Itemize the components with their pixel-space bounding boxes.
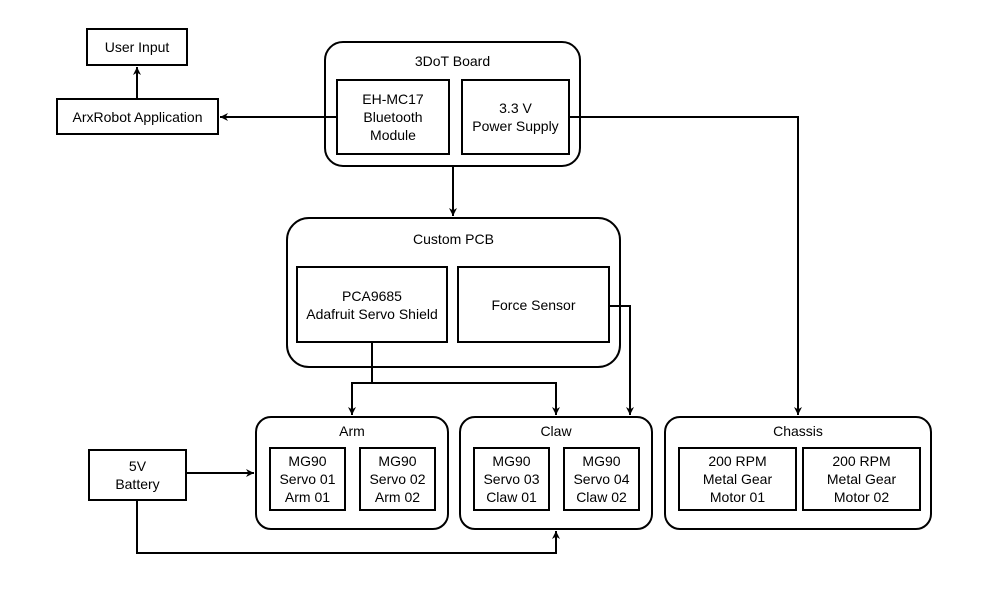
user-input-label: User Input (104, 39, 170, 55)
arrow-force-to-claw (609, 305, 634, 415)
arm-container (255, 416, 449, 530)
motor-02-box (802, 447, 921, 511)
claw-container (459, 416, 653, 530)
servo-01-box (269, 447, 346, 511)
arrow-shield-to-arm (348, 342, 373, 415)
chassis-title: Chassis (773, 423, 823, 439)
force-sensor-box (457, 266, 610, 343)
claw-title: Claw (540, 423, 572, 439)
servo-02-box (359, 447, 436, 511)
arxrobot-app-label: ArxRobot Application (72, 108, 203, 125)
board-3dot-title: 3DoT Board (414, 53, 491, 69)
servo-04-box (563, 447, 640, 511)
servo-03-box (473, 447, 550, 511)
user-input-box (86, 28, 188, 66)
custom-pcb-title: Custom PCB (413, 231, 494, 247)
arrow-power-to-chassis (569, 116, 802, 415)
arm-title: Arm (339, 423, 365, 439)
force-sensor-label: Force Sensor (491, 296, 576, 313)
custom-pcb-container (286, 217, 621, 368)
arrow-shield-to-claw (372, 382, 560, 415)
arrow-battery-to-claw (136, 500, 560, 554)
chassis-container (664, 416, 932, 530)
motor-01-box (678, 447, 797, 511)
